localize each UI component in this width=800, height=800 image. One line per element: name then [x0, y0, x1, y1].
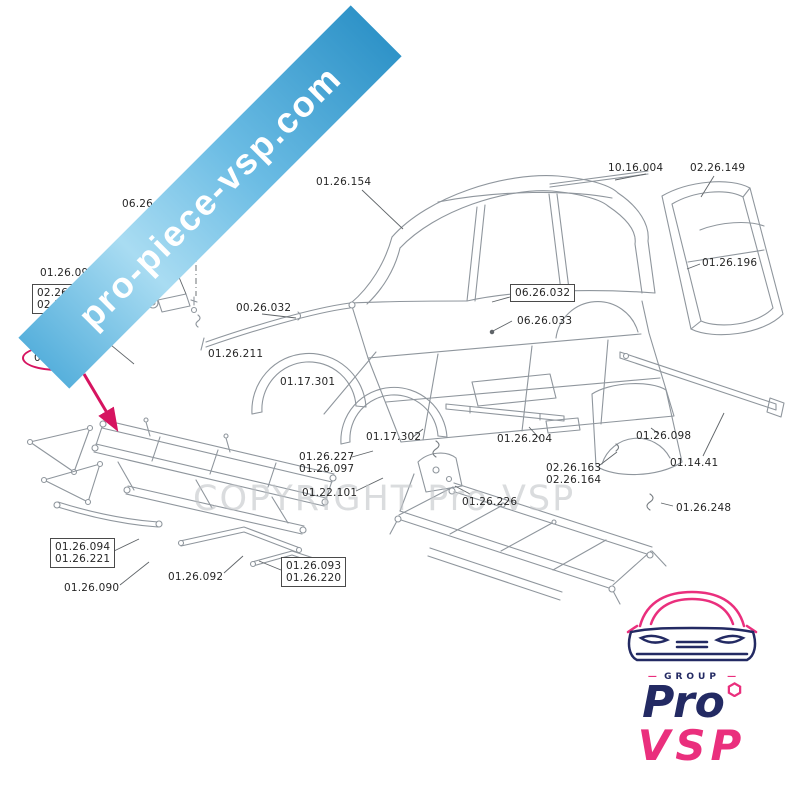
part-label-01-26-092: 01.26.092: [168, 571, 224, 583]
part-label-01-14-41: 01.14.41: [670, 457, 719, 469]
part-label-01-26-204: 01.26.204: [497, 433, 553, 445]
part-label-02-26-163: 02.26.163: [546, 462, 602, 474]
part-label-01-26-220: 01.26.220: [286, 572, 342, 584]
part-label-06-26-032: 06.26.032: [510, 284, 576, 302]
provsp-logo: — GROUP — Pro VSP: [598, 586, 786, 768]
logo-group-line: — GROUP —: [598, 672, 786, 682]
part-label-02-26-149: 02.26.149: [690, 162, 746, 174]
logo-car-sketch-icon: [626, 590, 758, 662]
part-label-01-26-097: 01.26.097: [299, 463, 355, 475]
part-label-01-26-226: 01.26.226: [462, 496, 518, 508]
front-chassis-drawing: [26, 417, 337, 570]
part-label-01-26-211: 01.26.211: [208, 348, 264, 360]
part-label-10-16-004: 10.16.004: [608, 162, 664, 174]
part-label-01-26-248: 01.26.248: [676, 502, 732, 514]
part-label-group-01-26-094: 01.26.094 01.26.221: [50, 538, 116, 568]
logo-group-text: GROUP: [664, 672, 720, 682]
quarter-panel-drawing: [591, 383, 683, 476]
stabilizer-bar-drawing: [200, 301, 356, 351]
part-label-group-01-26-227: 01.26.227 01.26.097: [299, 451, 354, 475]
part-label-02-26-164: 02.26.164: [546, 474, 602, 486]
copyright-watermark: COPYRIGHT Pro VSP: [193, 479, 576, 519]
side-rail-drawing: [619, 351, 785, 418]
part-label-01-26-154: 01.26.154: [316, 176, 372, 188]
cabin-frame-drawing: [323, 175, 675, 443]
part-label-group-01-26-093: 01.26.093 01.26.220: [281, 557, 347, 587]
part-label-01-17-301: 01.17.301: [280, 376, 336, 388]
part-label-group-02-26-163: 02.26.163 02.26.164: [546, 462, 601, 486]
roof-strip-drawing: [549, 170, 649, 188]
part-label-01-26-094: 01.26.094: [55, 541, 111, 553]
part-label-01-26-098: 01.26.098: [636, 430, 692, 442]
part-label-01-26-196: 01.26.196: [702, 257, 758, 269]
fastener-clips-drawing: [432, 440, 654, 511]
rear-chassis-drawing: [389, 452, 667, 605]
logo-pro-text: Pro: [642, 677, 725, 728]
wheel-arch-drawings: [251, 352, 448, 445]
sill-bar-drawing: [445, 403, 565, 422]
hexagon-bolt-icon: [727, 682, 742, 698]
part-label-01-26-090: 01.26.090: [64, 582, 120, 594]
logo-dash-right: —: [727, 672, 737, 682]
logo-dash-left: —: [647, 672, 657, 682]
door-frame-drawing: [661, 181, 784, 336]
part-label-06-26-033: 06.26.033: [517, 315, 573, 327]
part-label-01-26-221: 01.26.221: [55, 553, 111, 565]
part-label-01-26-093: 01.26.093: [286, 560, 342, 572]
part-label-00-26-032: 00.26.032: [236, 302, 292, 314]
logo-vsp-wordmark: VSP: [637, 721, 747, 770]
logo-pro-wordmark: Pro: [598, 681, 786, 725]
part-label-01-17-302: 01.17.302: [366, 431, 422, 443]
part-label-01-22-101: 01.22.101: [302, 487, 358, 499]
part-label-01-26-227: 01.26.227: [299, 451, 355, 463]
